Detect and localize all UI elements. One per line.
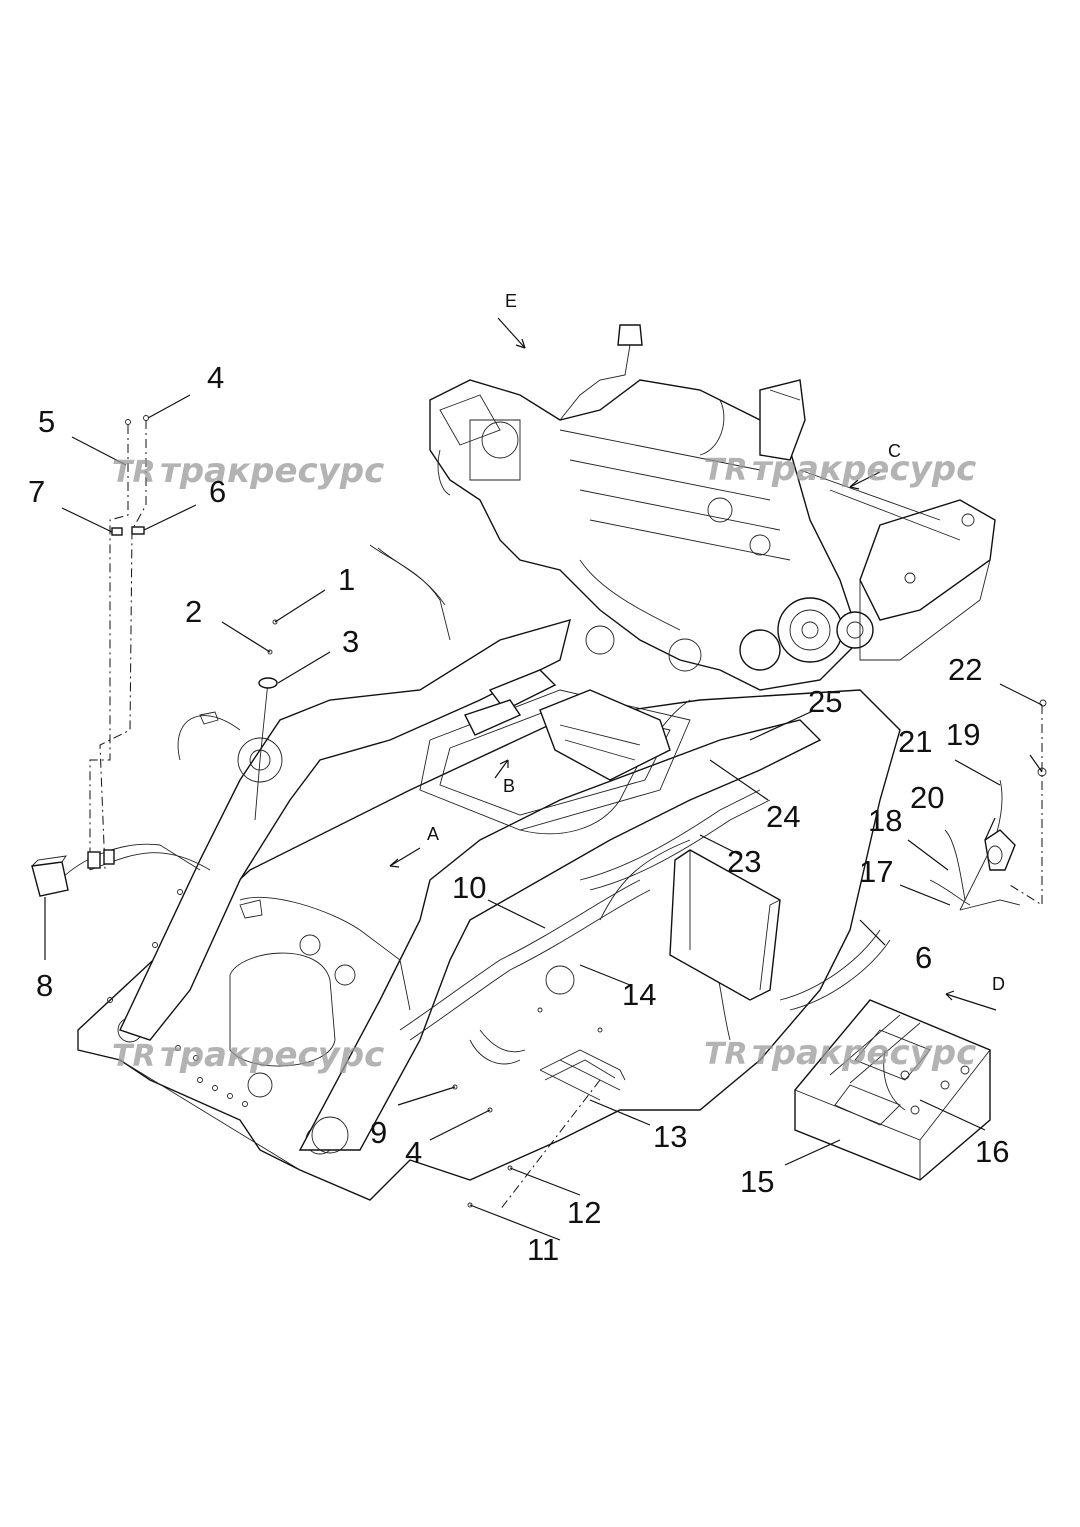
view-label-d: D <box>992 974 1005 994</box>
watermark-text: тракресурс <box>160 451 384 491</box>
leader-lines <box>44 394 1043 1241</box>
callout-6-top: 6 <box>209 474 226 509</box>
callout-23: 23 <box>727 844 761 879</box>
watermark-logo: TR <box>112 455 156 490</box>
callout-25: 25 <box>808 684 842 719</box>
callout-20: 20 <box>910 780 944 815</box>
callout-14: 14 <box>622 977 656 1012</box>
right-harness <box>929 699 1047 911</box>
callout-10: 10 <box>452 870 486 905</box>
view-label-c: C <box>888 441 901 461</box>
callout-9: 9 <box>370 1115 387 1150</box>
callout-13: 13 <box>653 1119 687 1154</box>
callout-6-right: 6 <box>915 940 932 975</box>
boom-harness <box>177 544 451 1011</box>
watermark-logo: TR <box>704 1037 748 1072</box>
callout-11: 11 <box>527 1232 559 1267</box>
watermark-3: TR тракресурс <box>112 1035 384 1075</box>
callout-4-bottom: 4 <box>405 1135 422 1170</box>
left-harness <box>31 415 211 897</box>
callout-2: 2 <box>185 594 202 629</box>
central-harness <box>399 699 891 1101</box>
callout-16: 16 <box>975 1134 1009 1169</box>
view-label-b: B <box>503 776 515 796</box>
boom-arm <box>119 618 822 1154</box>
view-arrows <box>389 317 997 1011</box>
watermark-2: TR тракресурс <box>704 449 976 489</box>
watermark-1: TR тракресурс <box>112 451 384 491</box>
callout-3: 3 <box>342 624 359 659</box>
callout-15: 15 <box>740 1164 774 1199</box>
view-label-e: E <box>505 291 517 311</box>
callout-21: 21 <box>898 724 932 759</box>
rod-assembly <box>452 1049 626 1211</box>
watermark-text: тракресурс <box>752 1033 976 1073</box>
floor-recess <box>419 689 691 831</box>
view-label-a: A <box>427 824 439 844</box>
watermark-text: тракресурс <box>752 449 976 489</box>
relay-block <box>464 669 671 781</box>
callout-5: 5 <box>38 404 55 439</box>
callout-7: 7 <box>28 474 45 509</box>
engine-assembly <box>429 324 874 691</box>
callout-22: 22 <box>948 652 982 687</box>
watermark-logo: TR <box>112 1039 156 1074</box>
base-frame <box>77 689 901 1201</box>
callout-24: 24 <box>766 799 800 834</box>
watermark-text: тракресурс <box>160 1035 384 1075</box>
callout-18: 18 <box>868 803 902 838</box>
callout-8: 8 <box>36 968 53 1003</box>
watermark-logo: TR <box>704 453 748 488</box>
batteries <box>794 999 991 1181</box>
callout-19: 19 <box>946 717 980 752</box>
rear-frame <box>759 379 996 661</box>
callout-12: 12 <box>567 1195 601 1230</box>
callout-4-top: 4 <box>207 360 224 395</box>
callout-17: 17 <box>859 854 893 889</box>
callout-1: 1 <box>338 562 355 597</box>
watermark-4: TR тракресурс <box>704 1033 976 1073</box>
